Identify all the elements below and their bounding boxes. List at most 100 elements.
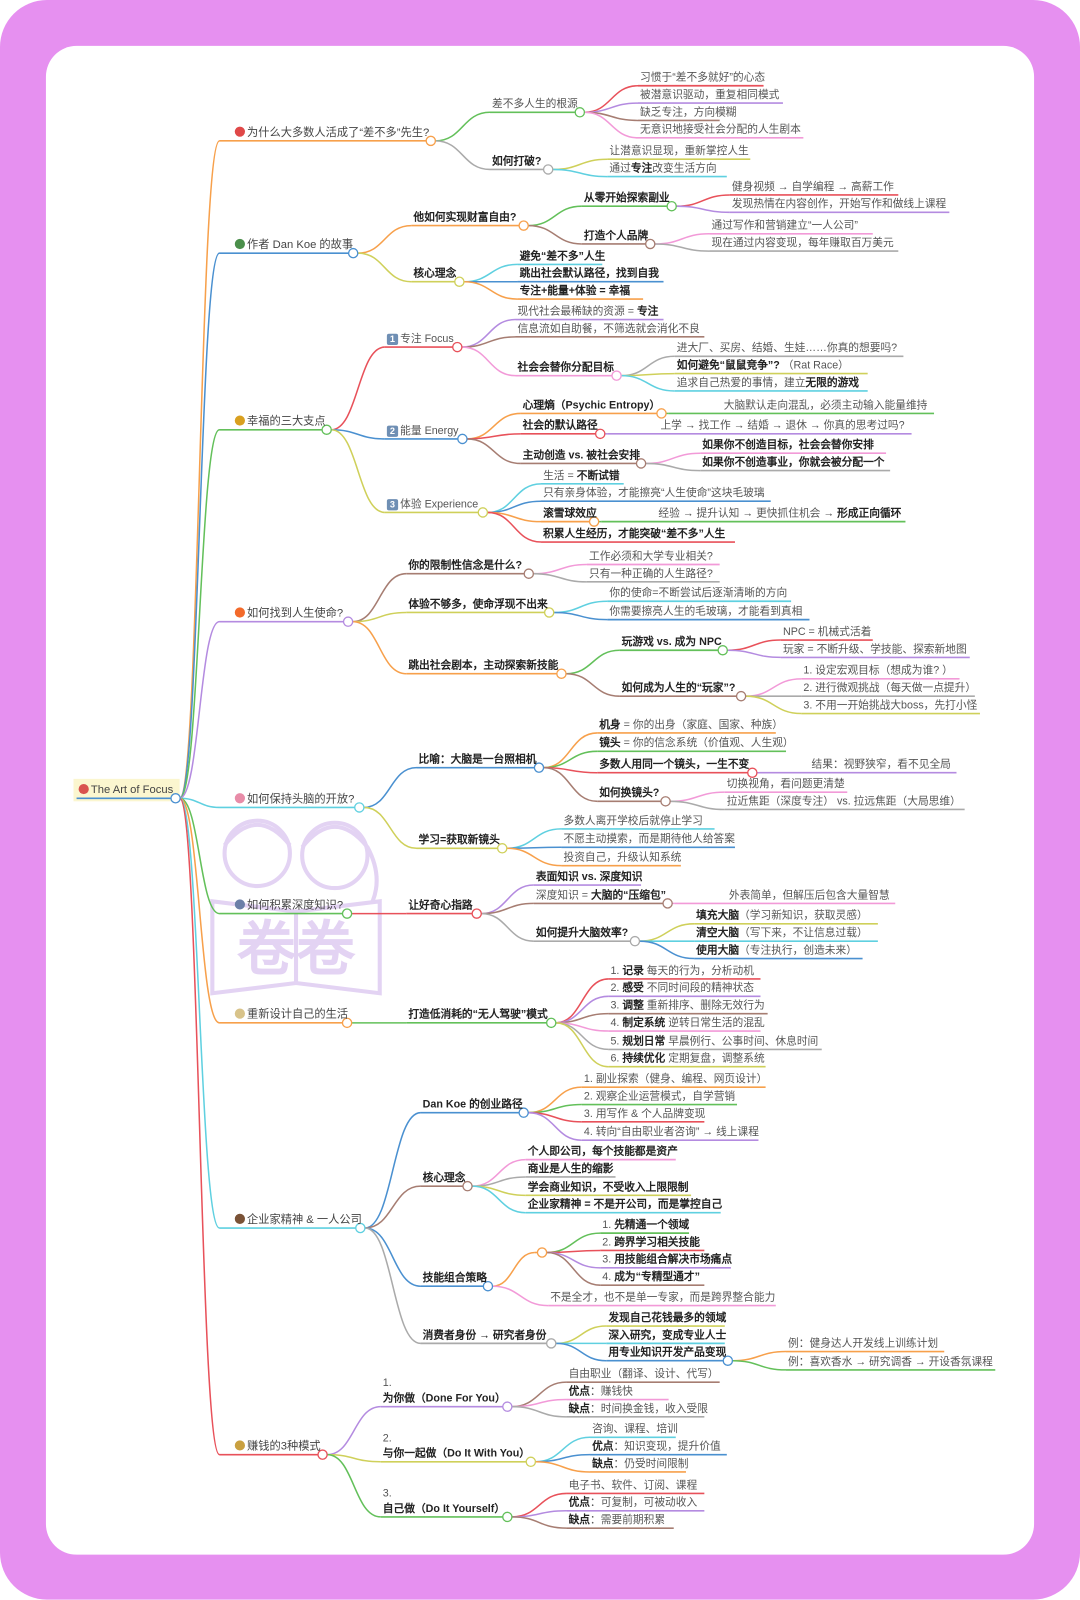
mindmap-node[interactable]: 咨询、课程、培训 <box>592 1422 678 1436</box>
mindmap-node[interactable]: 5. 规划日常 早晨例行、公事时间、休息时间 <box>610 1034 818 1048</box>
mindmap-node[interactable]: 被潜意识驱动，重复相同模式 <box>640 88 779 102</box>
collapse-toggle[interactable] <box>611 370 622 381</box>
collapse-toggle[interactable] <box>662 898 673 909</box>
mindmap-node[interactable]: 如何打破? <box>492 154 541 168</box>
collapse-toggle[interactable] <box>452 341 463 353</box>
mindmap-node[interactable]: 6. 持续优化 定期复盘，调整系统 <box>610 1051 764 1065</box>
collapse-toggle[interactable] <box>722 1355 734 1366</box>
mindmap-node[interactable]: 外表简单，但解压后包含大量智慧 <box>729 888 890 902</box>
collapse-toggle[interactable] <box>735 690 747 702</box>
mindmap-node[interactable]: 为什么大多数人活成了“差不多”先生? <box>234 126 429 140</box>
mindmap-node[interactable]: 主动创造 vs. 被社会安排 <box>523 448 640 462</box>
mindmap-node[interactable]: 现在通过内容变现，每年赚取百万美元 <box>711 236 893 250</box>
mindmap-node[interactable]: 投资自己，升级认知系统 <box>563 850 681 864</box>
collapse-toggle[interactable] <box>341 908 353 919</box>
mindmap-node[interactable]: 消费者身份 → 研究者身份 <box>423 1328 547 1342</box>
mindmap-node[interactable]: 缺乏专注，方向模糊 <box>640 105 736 119</box>
mindmap-node[interactable]: 4. 制定系统 逆转日常生活的混乱 <box>610 1016 764 1030</box>
mindmap-node[interactable]: 社会会替你分配目标 <box>518 360 614 374</box>
mindmap-node[interactable]: 电子书、软件、订阅、课程 <box>569 1478 698 1492</box>
mindmap-node[interactable]: 如果你不创造事业，你就会被分配一个 <box>702 455 884 469</box>
mindmap-node[interactable]: 商业是人生的缩影 <box>528 1162 614 1176</box>
mindmap-node[interactable]: 如何找到人生使命? <box>234 606 343 620</box>
mindmap-node[interactable]: 差不多人生的根源 <box>492 97 578 111</box>
collapse-toggle[interactable] <box>170 793 181 804</box>
collapse-toggle[interactable] <box>518 1107 529 1118</box>
mindmap-node[interactable]: 2. 观察企业运营模式，自学营销 <box>584 1089 735 1103</box>
mindmap-node[interactable]: 心理熵（Psychic Entropy） <box>523 398 661 412</box>
mindmap-node[interactable]: 打造个人品牌 <box>584 229 648 243</box>
mindmap-node[interactable]: 例：喜欢香水 → 研究调香 → 开设香氛课程 <box>788 1355 993 1369</box>
mindmap-node[interactable]: 重新设计自己的生活 <box>234 1008 348 1022</box>
mindmap-node[interactable]: 学习=获取新镜头 <box>419 833 500 847</box>
mindmap-node[interactable]: 企业家精神 & 一人公司 <box>234 1213 362 1227</box>
mindmap-node[interactable]: 镜头 = 你的信念系统（价值观、人生观） <box>599 736 793 750</box>
mindmap-node[interactable]: 信息流如自助餐，不筛选就会消化不良 <box>518 322 700 336</box>
collapse-toggle[interactable] <box>543 607 555 618</box>
collapse-toggle[interactable] <box>545 1338 557 1349</box>
collapse-toggle[interactable] <box>588 516 600 527</box>
collapse-toggle[interactable] <box>656 408 667 419</box>
collapse-toggle[interactable] <box>574 107 586 118</box>
mindmap-node[interactable]: 结果：视野狭窄，看不见全局 <box>812 757 951 771</box>
mindmap-node[interactable]: 如何避免“鼠鼠竞争”? （Rat Race） <box>677 358 849 372</box>
mindmap-node[interactable]: 他如何实现财富自由? <box>413 210 516 224</box>
mindmap-node[interactable]: 发现自己花钱最多的领域 <box>608 1311 726 1325</box>
collapse-toggle[interactable] <box>594 428 606 440</box>
collapse-toggle[interactable] <box>496 843 508 854</box>
mindmap-node[interactable]: 深度知识 = 大脑的“压缩包” <box>536 888 666 902</box>
mindmap-node[interactable]: 玩游戏 vs. 成为 NPC <box>622 635 722 649</box>
mindmap-node[interactable]: 跳出社会剧本，主动探索新技能 <box>408 658 558 672</box>
mindmap-node[interactable]: 滚雪球效应 <box>543 506 597 520</box>
mindmap-node[interactable]: Dan Koe 的创业路径 <box>423 1097 523 1111</box>
mindmap-node[interactable]: 优点：可复制，可被动收入 <box>569 1495 698 1509</box>
collapse-toggle[interactable] <box>666 200 677 212</box>
mindmap-node[interactable]: 切换视角，看问题更清楚 <box>727 777 845 791</box>
collapse-toggle[interactable] <box>542 164 554 175</box>
mindmap-node[interactable]: 2. 进行微观挑战（每天做一点提升） <box>803 681 976 695</box>
mindmap-node[interactable]: 为你做（Done For You） <box>383 1391 506 1405</box>
mindmap-node[interactable]: 让好奇心指路 <box>408 898 472 912</box>
mindmap-node[interactable]: 企业家精神 = 不是开公司，而是掌控自己 <box>528 1197 722 1211</box>
mindmap-node[interactable]: 填充大脑（学习新知识，获取灵感） <box>696 909 867 923</box>
mindmap-node[interactable]: 1. 记录 每天的行为，分析动机 <box>610 964 754 978</box>
collapse-toggle[interactable] <box>471 908 482 919</box>
mindmap-node[interactable]: 让潜意识显现，重新掌控人生 <box>609 144 748 158</box>
collapse-toggle[interactable] <box>644 238 656 250</box>
mindmap-node[interactable]: 缺点：仍受时间限制 <box>592 1457 688 1471</box>
collapse-toggle[interactable] <box>454 276 465 287</box>
mindmap-node[interactable]: 通过写作和营销建立“一人公司” <box>711 218 857 232</box>
collapse-toggle[interactable] <box>523 568 535 579</box>
collapse-toggle[interactable] <box>321 424 332 436</box>
collapse-toggle[interactable] <box>747 767 758 779</box>
mindmap-node[interactable]: 体验不够多，使命浮现不出来 <box>408 597 547 611</box>
mindmap-node[interactable]: 如何保持头脑的开放? <box>234 792 354 806</box>
mindmap-node[interactable]: 深入研究，变成专业人士 <box>608 1328 726 1342</box>
collapse-toggle[interactable] <box>525 1456 537 1468</box>
mindmap-node[interactable]: 2. 感受 不同时间段的精神状态 <box>610 981 754 995</box>
mindmap-node[interactable]: 学会商业知识，不受收入上限限制 <box>528 1180 689 1194</box>
mindmap-node[interactable]: 2. 跨界学习相关技能 <box>602 1235 700 1249</box>
mindmap-node[interactable]: 3. 调整 重新排序、删除无效行为 <box>610 998 764 1012</box>
collapse-toggle[interactable] <box>502 1401 513 1412</box>
mindmap-node[interactable]: 优点：赚钱快 <box>569 1384 633 1398</box>
mindmap-node[interactable]: 专注+能量+体验 = 幸福 <box>520 284 630 298</box>
mindmap-node[interactable]: 使用大脑（专注执行，创造未来） <box>696 943 857 957</box>
collapse-toggle[interactable] <box>635 458 647 469</box>
mindmap-node[interactable]: 现代社会最稀缺的资源 = 专注 <box>518 304 659 318</box>
mindmap-node[interactable]: 用专业知识开发产品变现 <box>608 1345 726 1359</box>
mindmap-node[interactable]: 自由职业（翻译、设计、代写） <box>569 1367 719 1381</box>
mindmap-node[interactable]: 发现热情在内容创作，开始写作和做线上课程 <box>732 197 946 211</box>
mindmap-node[interactable]: 上学 → 找工作 → 结婚 → 退休 → 你真的思考过吗? <box>660 419 904 433</box>
mindmap-node[interactable]: 如何提升大脑效率? <box>536 926 628 940</box>
mindmap-node[interactable]: 机身 = 你的出身（家庭、国家、种族） <box>599 718 783 732</box>
mindmap-node[interactable]: 与你一起做（Do It With You） <box>383 1446 530 1460</box>
collapse-toggle[interactable] <box>462 1180 473 1192</box>
mindmap-node[interactable]: 核心理念 <box>423 1171 466 1185</box>
mindmap-node[interactable]: 拉近焦距（深度专注） vs. 拉远焦距（大局思维） <box>727 794 961 808</box>
mindmap-node[interactable]: 多数人离开学校后就停止学习 <box>563 814 702 828</box>
mindmap-node[interactable]: 不愿主动摸索，而是期待他人给答案 <box>563 832 734 846</box>
mindmap-node[interactable]: 幸福的三大支点 <box>234 414 326 428</box>
